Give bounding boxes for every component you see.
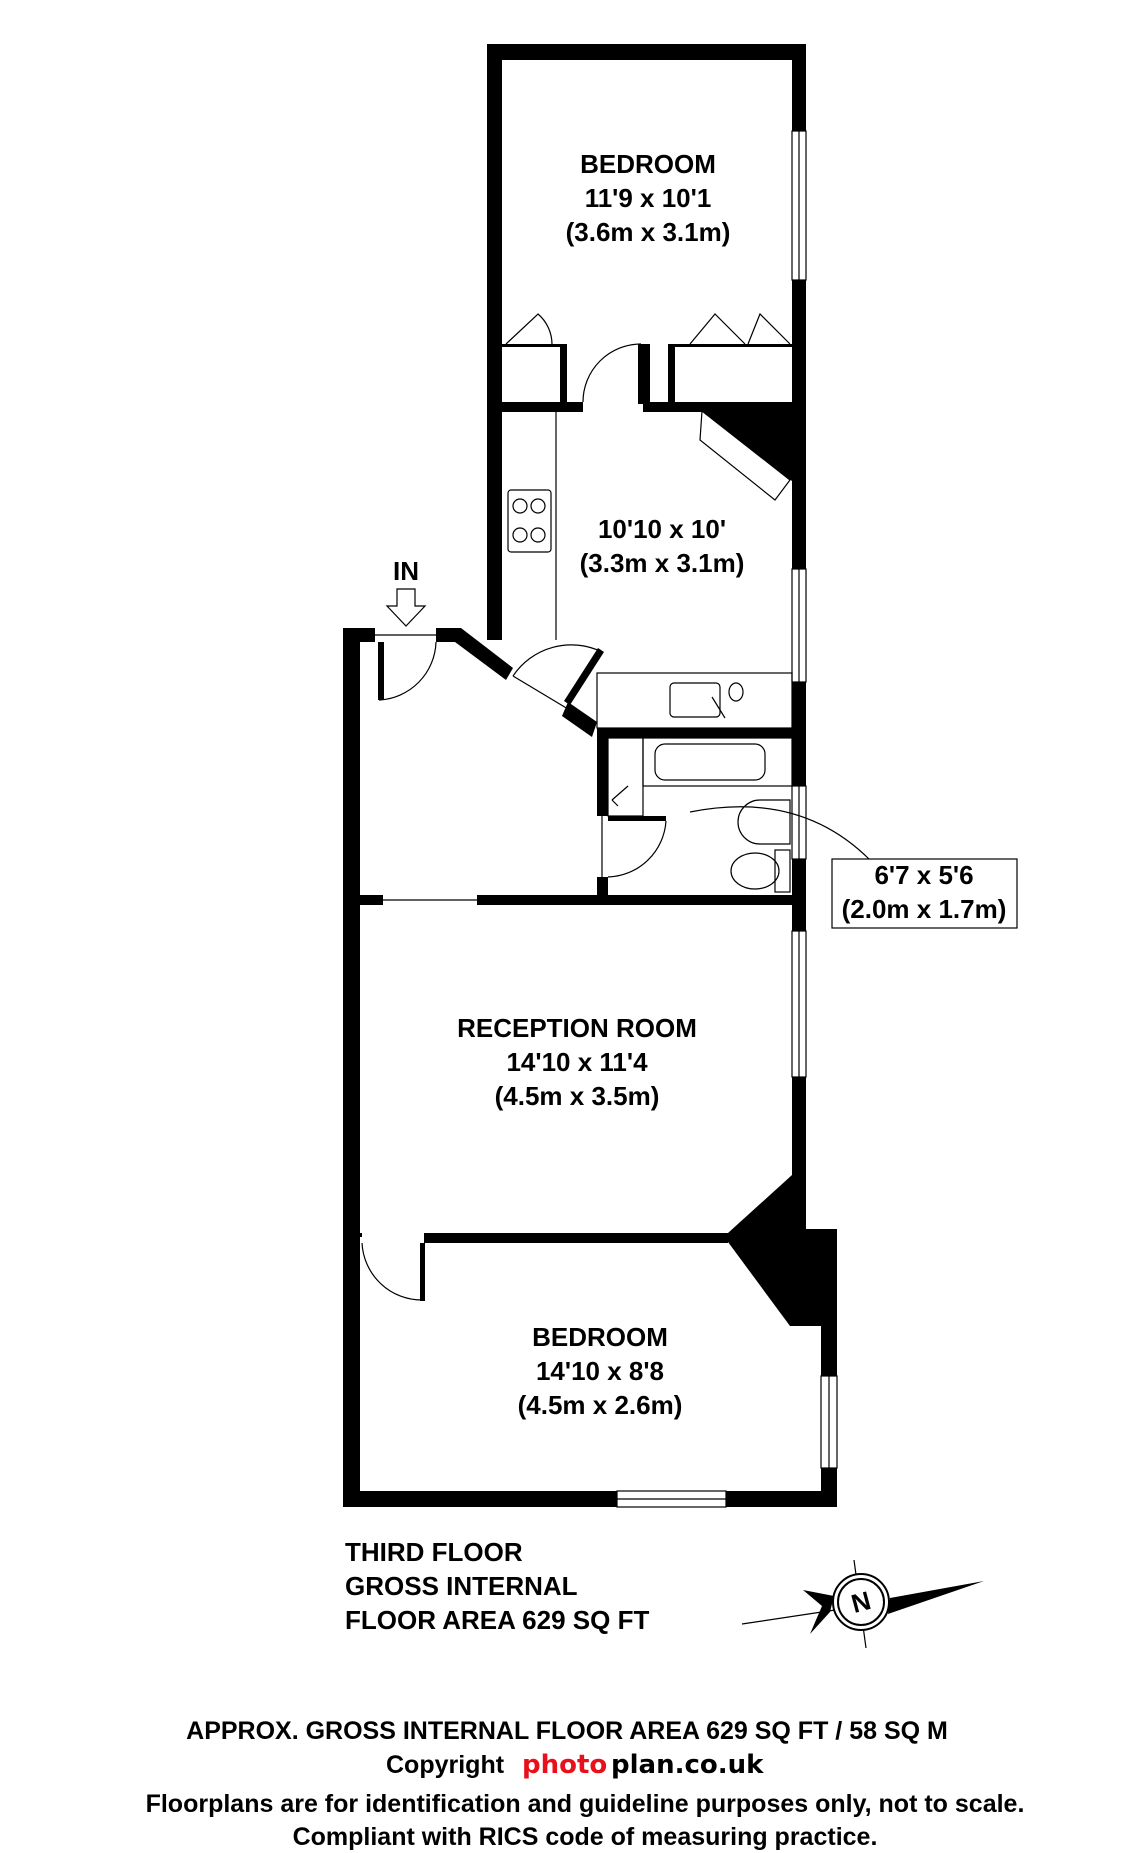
bath bbox=[654, 743, 766, 781]
room-size-imperial: 6'7 x 5'6 bbox=[874, 860, 973, 890]
room-size-metric: (3.6m x 3.1m) bbox=[566, 217, 731, 247]
logo-plan: plan.co.uk bbox=[611, 1750, 764, 1780]
logo-photo: photo bbox=[522, 1750, 607, 1780]
room-name: RECEPTION ROOM bbox=[457, 1013, 697, 1043]
room-reception: RECEPTION ROOM 14'10 x 11'4 (4.5m x 3.5m… bbox=[457, 1013, 697, 1111]
room-size-metric: (3.3m x 3.1m) bbox=[580, 548, 745, 578]
footer-disclaimer: Floorplans are for identification and gu… bbox=[146, 1790, 1025, 1818]
doors bbox=[361, 312, 791, 1301]
room-name: BEDROOM bbox=[580, 149, 716, 179]
windows bbox=[616, 130, 838, 1508]
fixtures bbox=[507, 412, 871, 893]
kitchen-sink bbox=[669, 682, 721, 718]
floor-area-label: GROSS INTERNAL bbox=[345, 1571, 578, 1601]
room-name: BEDROOM bbox=[532, 1322, 668, 1352]
floor-info: THIRD FLOOR GROSS INTERNAL FLOOR AREA 62… bbox=[345, 1537, 649, 1635]
room-size-imperial: 10'10 x 10' bbox=[598, 514, 726, 544]
room-bedroom-bottom: BEDROOM 14'10 x 8'8 (4.5m x 2.6m) bbox=[518, 1322, 683, 1420]
room-kitchen: 10'10 x 10' (3.3m x 3.1m) bbox=[580, 514, 745, 578]
footer: APPROX. GROSS INTERNAL FLOOR AREA 629 SQ… bbox=[146, 1717, 1025, 1851]
floor-name: THIRD FLOOR bbox=[345, 1537, 523, 1567]
room-bathroom: 6'7 x 5'6 (2.0m x 1.7m) bbox=[831, 858, 1018, 929]
floor-area-value: FLOOR AREA 629 SQ FT bbox=[345, 1605, 649, 1635]
compass-icon: N bbox=[741, 1559, 984, 1649]
room-size-metric: (4.5m x 2.6m) bbox=[518, 1390, 683, 1420]
room-size-metric: (4.5m x 3.5m) bbox=[495, 1081, 660, 1111]
room-size-imperial: 14'10 x 8'8 bbox=[536, 1356, 664, 1386]
basin bbox=[737, 799, 791, 845]
room-size-metric: (2.0m x 1.7m) bbox=[842, 894, 1007, 924]
hob bbox=[507, 489, 552, 553]
footer-compliance: Compliant with RICS code of measuring pr… bbox=[293, 1823, 878, 1851]
room-size-imperial: 11'9 x 10'1 bbox=[585, 183, 712, 213]
arrow-down-icon bbox=[385, 588, 427, 627]
entrance-label: IN bbox=[393, 556, 419, 586]
entrance-marker: IN bbox=[385, 556, 427, 627]
footer-area: APPROX. GROSS INTERNAL FLOOR AREA 629 SQ… bbox=[186, 1717, 948, 1745]
toilet bbox=[730, 852, 780, 890]
room-bedroom-top: BEDROOM 11'9 x 10'1 (3.6m x 3.1m) bbox=[566, 149, 731, 247]
copyright-label: Copyright bbox=[386, 1751, 505, 1779]
room-size-imperial: 14'10 x 11'4 bbox=[506, 1047, 648, 1077]
